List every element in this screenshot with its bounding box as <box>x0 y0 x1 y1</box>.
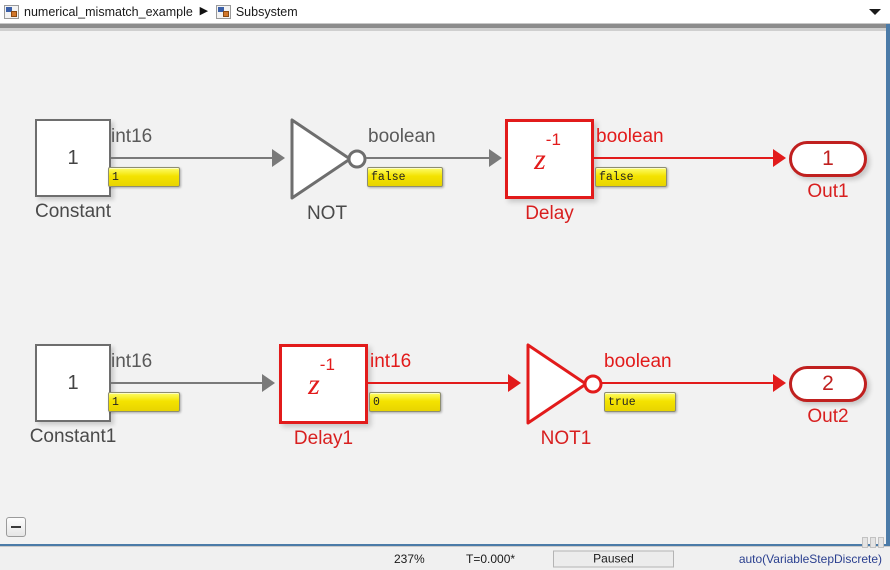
wire-arrow-not-input <box>272 149 285 167</box>
wire-constant-to-not[interactable] <box>111 157 275 159</box>
delay-exponent: -1 <box>545 129 561 149</box>
breadcrumb-item-model-label: numerical_mismatch_example <box>24 4 193 19</box>
block-label-constant: Constant <box>34 201 112 222</box>
status-bar: 237% T=0.000* Paused auto(VariableStepDi… <box>0 537 890 570</box>
signal-value-badge-row1-3: false <box>595 167 667 187</box>
signal-datatype-int16-row1: int16 <box>111 126 153 147</box>
signal-value-badge-row2-1: 1 <box>108 392 180 412</box>
wire-arrow-out2-input <box>773 374 786 392</box>
status-solver[interactable]: auto(VariableStepDiscrete) <box>738 551 882 566</box>
wire-not1-to-out2[interactable] <box>601 382 777 384</box>
wire-arrow-delay-input <box>489 149 502 167</box>
block-delay1[interactable]: z-1 Delay1 <box>279 344 368 449</box>
block-outport-2[interactable]: 2 Out2 <box>789 366 867 427</box>
breadcrumb: numerical_mismatch_example ▶ Subsystem <box>0 0 890 24</box>
wire-delay-to-out1[interactable] <box>594 157 777 159</box>
signal-value-badge-row1-2: false <box>367 167 443 187</box>
signal-datatype-int16-row2: int16 <box>111 351 153 372</box>
status-simulation-state[interactable]: Paused <box>553 550 674 567</box>
canvas-top-shade-light <box>0 28 886 31</box>
breadcrumb-item-subsystem-label: Subsystem <box>235 4 298 19</box>
wire-delay1-to-not1[interactable] <box>368 382 511 384</box>
block-outport-1[interactable]: 1 Out1 <box>789 141 867 202</box>
signal-datatype-boolean-row2: boolean <box>604 351 672 372</box>
wire-arrow-out1-input <box>773 149 786 167</box>
diagram-canvas-frame: 1 Constant int16 1 NOT boolean false <box>0 24 890 546</box>
resize-grip-icon[interactable] <box>862 537 888 548</box>
status-zoom-level[interactable]: 237% <box>394 551 425 566</box>
block-label-delay1: Delay1 <box>293 428 354 449</box>
signal-datatype-boolean-row1: boolean <box>368 126 436 147</box>
chevron-down-icon[interactable] <box>868 5 882 19</box>
signal-value-badge-row2-2: 0 <box>369 392 441 412</box>
block-label-out2: Out2 <box>807 406 849 427</box>
outport-number-2: 2 <box>789 366 867 402</box>
block-label-delay: Delay <box>525 203 574 224</box>
wire-arrow-delay1-input <box>262 374 275 392</box>
block-delay[interactable]: z-1 Delay <box>505 119 594 224</box>
signal-value-badge-row2-3: true <box>604 392 676 412</box>
canvas-bottom-border <box>0 544 886 546</box>
breadcrumb-item-subsystem[interactable]: Subsystem <box>212 1 301 23</box>
constant-value: 1 <box>35 119 111 197</box>
constant1-value: 1 <box>35 344 111 422</box>
simulink-model-icon <box>4 4 19 19</box>
block-label-not1: NOT1 <box>540 428 592 449</box>
block-label-constant1: Constant1 <box>29 426 117 447</box>
diagram-canvas[interactable]: 1 Constant int16 1 NOT boolean false <box>0 31 886 546</box>
outport-number-1: 1 <box>789 141 867 177</box>
block-not1[interactable]: NOT1 <box>525 342 609 449</box>
signal-value-badge-row1-1: 1 <box>108 167 180 187</box>
delay1-exponent: -1 <box>319 354 335 374</box>
block-label-not: NOT <box>306 203 348 224</box>
breadcrumb-separator-icon: ▶ <box>199 5 209 17</box>
block-constant1[interactable]: 1 Constant1 <box>30 344 116 447</box>
canvas-top-shade <box>0 24 886 28</box>
signal-datatype-int16-row2-delay: int16 <box>370 351 412 372</box>
block-label-out1: Out1 <box>807 181 849 202</box>
simulink-subsystem-icon <box>215 4 231 19</box>
delay-z-letter: z <box>534 142 546 176</box>
block-not[interactable]: NOT <box>289 117 373 224</box>
delay-symbol: z-1 <box>505 119 594 199</box>
wire-arrow-not1-input <box>508 374 521 392</box>
status-simulation-time: T=0.000* <box>466 551 516 566</box>
delay1-z-letter: z <box>308 367 320 401</box>
wire-constant1-to-delay1[interactable] <box>111 382 265 384</box>
wire-not-to-delay[interactable] <box>366 157 492 159</box>
breadcrumb-item-model[interactable]: numerical_mismatch_example <box>0 1 196 23</box>
collapse-minus-icon[interactable] <box>6 517 26 537</box>
delay1-symbol: z-1 <box>279 344 368 424</box>
block-constant[interactable]: 1 Constant <box>35 119 111 222</box>
signal-datatype-boolean-row1-out: boolean <box>596 126 664 147</box>
